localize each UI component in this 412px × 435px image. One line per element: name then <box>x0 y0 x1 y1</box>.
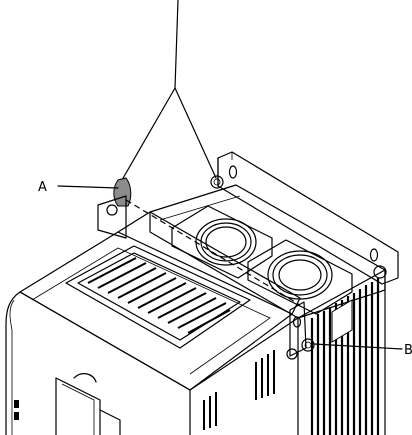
lifting-hole-a <box>106 177 132 216</box>
fan-housing <box>149 184 386 319</box>
vent-grille <box>65 245 251 349</box>
callout-a-label: A <box>38 180 47 195</box>
lifting-hole-top <box>210 175 224 189</box>
heatsink-side <box>189 269 386 435</box>
cooling-fan-left <box>171 205 273 279</box>
lifting-reference-line <box>125 199 301 306</box>
screw-b <box>301 338 315 352</box>
right-lug <box>286 301 315 360</box>
callout-b-label: B <box>404 343 412 358</box>
drive-top-cover <box>19 211 301 391</box>
lifting-wires <box>121 0 217 181</box>
callout-a: A <box>38 180 119 195</box>
drive-front-cover <box>5 291 191 435</box>
callout-b: B <box>313 343 412 358</box>
left-lug <box>97 195 127 239</box>
bracket-screw <box>373 265 387 279</box>
mounting-bracket <box>217 151 399 285</box>
